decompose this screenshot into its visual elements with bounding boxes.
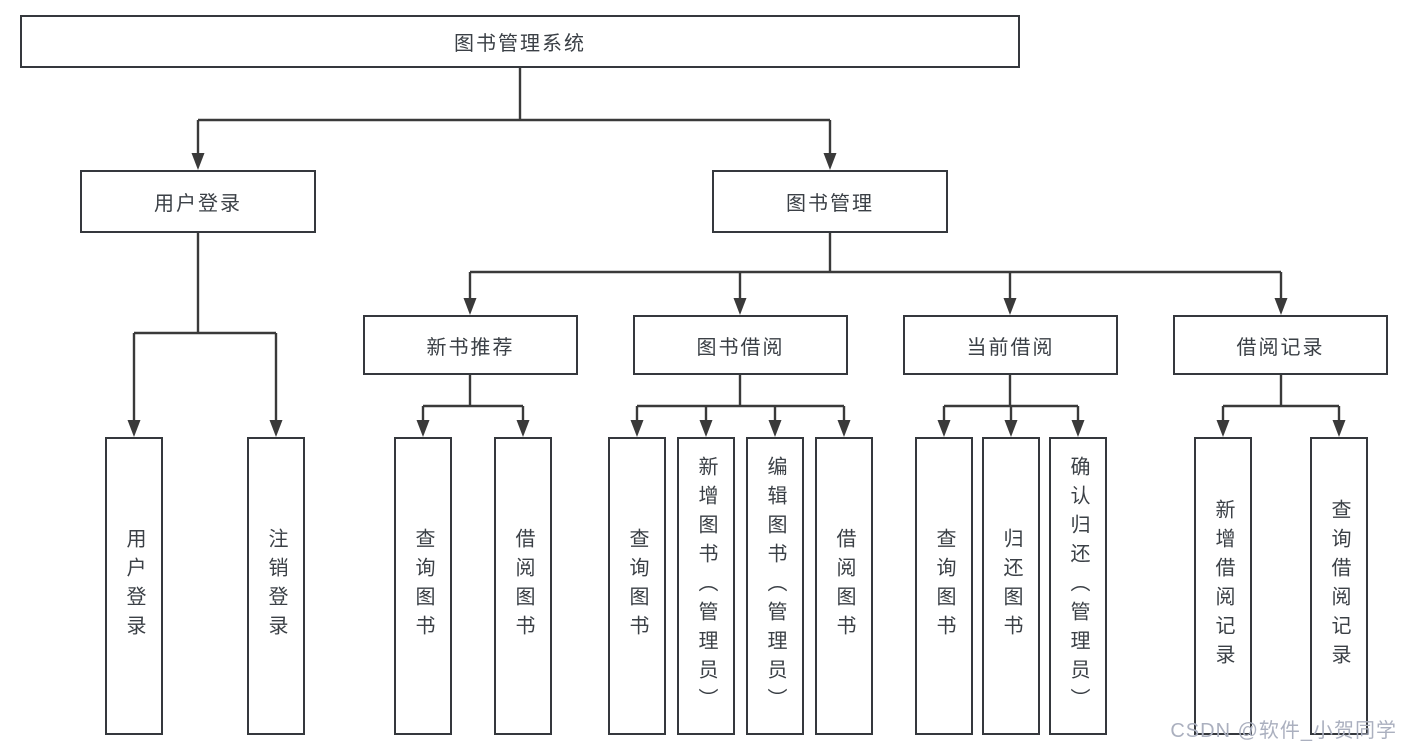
arrow-down-icon — [1004, 420, 1018, 437]
leaf-recommend-query-book: 查询图书 — [394, 437, 452, 735]
connector-book-borrow-children — [635, 375, 846, 422]
arrow-down-icon — [630, 420, 644, 437]
node-book-borrow: 图书借阅 — [633, 315, 848, 375]
leaf-query-borrow-record: 查询借阅记录 — [1310, 437, 1368, 735]
arrow-down-icon — [1274, 298, 1288, 315]
leaf-return-book: 归还图书 — [982, 437, 1040, 735]
node-book-management: 图书管理 — [712, 170, 948, 233]
arrow-down-icon — [191, 153, 205, 170]
leaf-recommend-borrow-book: 借阅图书 — [494, 437, 552, 735]
connector-root-to-level2 — [196, 68, 832, 155]
leaf-user-login: 用户登录 — [105, 437, 163, 735]
arrow-down-icon — [1332, 420, 1346, 437]
arrow-down-icon — [733, 298, 747, 315]
leaf-borrow-borrow-book: 借阅图书 — [815, 437, 873, 735]
arrow-down-icon — [416, 420, 430, 437]
node-current-borrow: 当前借阅 — [903, 315, 1118, 375]
arrow-down-icon — [269, 420, 283, 437]
csdn-watermark: CSDN @软件_小贺同学 — [1170, 720, 1397, 742]
arrow-down-icon — [127, 420, 141, 437]
connector-borrow-record-children — [1221, 375, 1341, 422]
leaf-current-query-book: 查询图书 — [915, 437, 973, 735]
connector-current-borrow-children — [942, 375, 1080, 422]
connector-new-book-recommend-children — [421, 375, 525, 422]
node-library-system: 图书管理系统 — [20, 15, 1020, 68]
arrow-down-icon — [768, 420, 782, 437]
leaf-add-book-admin: 新增图书（管理员） — [677, 437, 735, 735]
arrow-down-icon — [1216, 420, 1230, 437]
connector-book-management-children — [468, 233, 1283, 300]
node-user-login: 用户登录 — [80, 170, 316, 233]
arrow-down-icon — [823, 153, 837, 170]
arrow-down-icon — [699, 420, 713, 437]
leaf-add-borrow-record: 新增借阅记录 — [1194, 437, 1252, 735]
node-new-book-recommend: 新书推荐 — [363, 315, 578, 375]
arrow-down-icon — [1003, 298, 1017, 315]
node-borrow-record: 借阅记录 — [1173, 315, 1388, 375]
leaf-borrow-query-book: 查询图书 — [608, 437, 666, 735]
leaf-confirm-return-admin: 确认归还（管理员） — [1049, 437, 1107, 735]
arrow-down-icon — [937, 420, 951, 437]
arrow-down-icon — [463, 298, 477, 315]
arrow-down-icon — [516, 420, 530, 437]
connector-user-login-children — [132, 233, 278, 422]
arrow-down-icon — [837, 420, 851, 437]
leaf-edit-book-admin: 编辑图书（管理员） — [746, 437, 804, 735]
arrow-down-icon — [1071, 420, 1085, 437]
leaf-logout: 注销登录 — [247, 437, 305, 735]
